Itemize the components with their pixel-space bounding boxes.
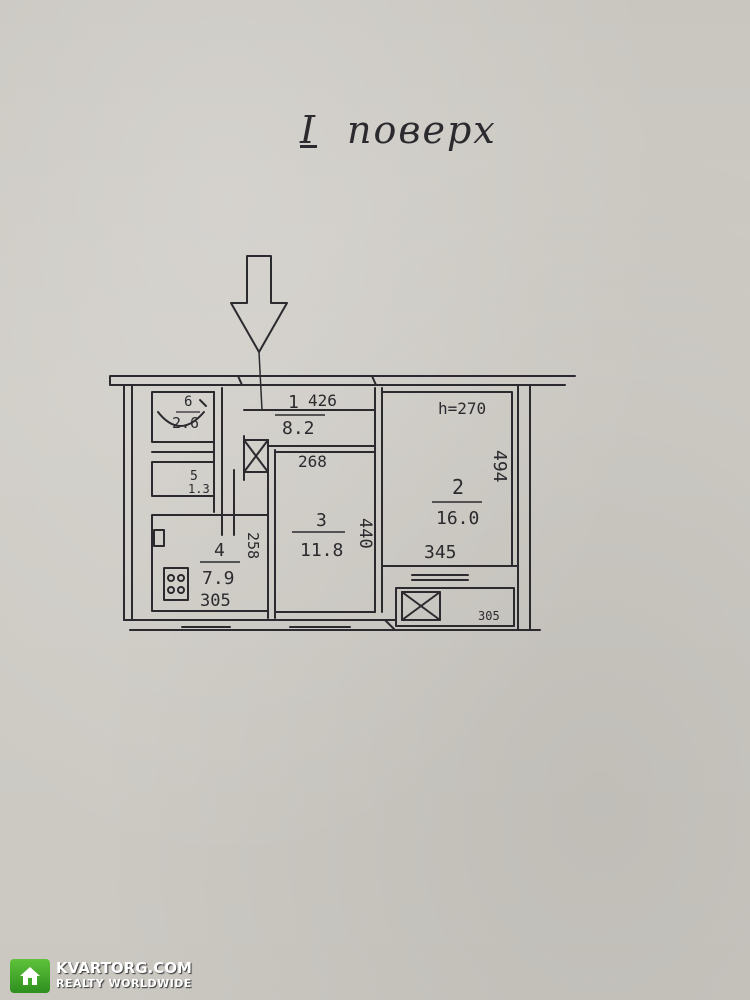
- room-4-area: 7.9: [202, 568, 235, 589]
- watermark-brand: KVARTORG.COM: [56, 959, 192, 977]
- room-4-dim-bottom: 305: [200, 591, 231, 611]
- room-3-area: 11.8: [300, 540, 343, 561]
- balcony-dim: 305: [478, 609, 500, 623]
- outer-wall: [109, 375, 576, 621]
- room-1-number: 1: [288, 392, 299, 413]
- room-1-dim-top: 426: [308, 391, 337, 410]
- watermark: KVARTORG.COM REALTY WORLDWIDE: [10, 958, 192, 994]
- watermark-tagline: REALTY WORLDWIDE: [56, 977, 192, 990]
- room-2-area: 16.0: [436, 508, 479, 529]
- room-2-dim-side: 494: [489, 450, 510, 483]
- room-4-number: 4: [214, 540, 225, 561]
- room-3-dim-side: 440: [355, 518, 375, 549]
- window-kitchen: [181, 619, 231, 628]
- balcony-outline: [395, 587, 515, 627]
- floor-number: I: [300, 108, 318, 152]
- vent-shaft: [243, 439, 269, 473]
- floor-word: поверх: [347, 108, 497, 152]
- room-2-height: h=270: [438, 399, 486, 418]
- entrance-arrow-icon: [230, 255, 288, 353]
- room-1-dim-side: 268: [298, 452, 327, 471]
- room-1-area: 8.2: [282, 418, 315, 439]
- sink-icon: [153, 529, 165, 547]
- room-3-number: 3: [316, 510, 327, 531]
- room-2-number: 2: [452, 475, 464, 499]
- room-6-number: 6: [184, 394, 192, 410]
- house-icon: [10, 959, 50, 993]
- room-6-area: 2.6: [172, 414, 199, 432]
- window-room-3: [289, 619, 351, 628]
- room-5-area: 1.3: [188, 482, 210, 496]
- room-5-number: 5: [190, 469, 198, 484]
- room-4-dim-side: 258: [244, 532, 262, 559]
- room-2-dim-bottom: 345: [424, 542, 457, 563]
- room-4-outline: [151, 514, 269, 612]
- stove-icon: [163, 567, 189, 601]
